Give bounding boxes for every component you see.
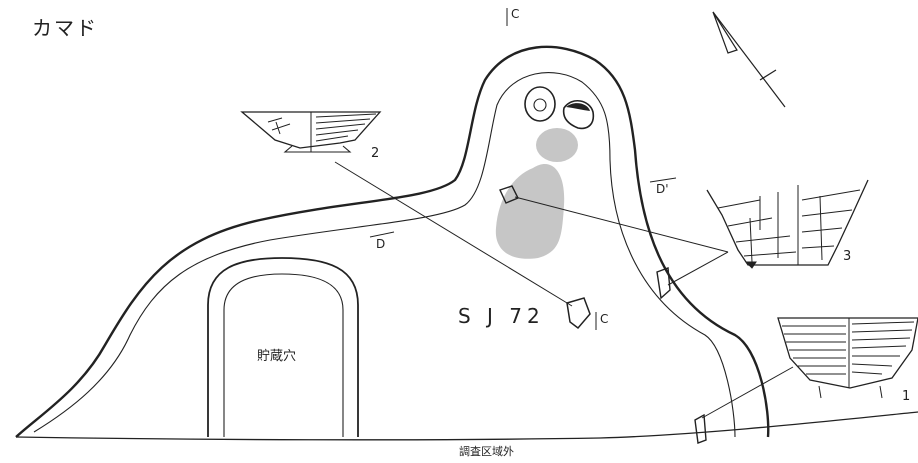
storage-pit-label: 貯蔵穴 [257,349,297,364]
feature-label: S J 72 [458,304,545,328]
storage-pit-inner [223,273,344,437]
leader-line-3b [667,251,729,286]
artifact-number-1: 1 [902,389,911,404]
leader-line-3a [514,196,729,253]
north-arrow-icon [712,11,786,108]
artifact-number-3: 3 [843,249,852,264]
hearth-burnt-area [495,164,565,259]
pottery-drawing-2 [240,111,382,153]
pottery-drawing-3 [706,179,869,269]
section-tick-d-left [369,231,395,238]
section-mark-d: D [376,237,386,251]
section-mark-c-top: C [511,7,520,21]
dwelling-outer-wall [15,45,770,438]
leader-line-2 [334,161,573,307]
artifact-location-1 [694,413,707,444]
outside-area-label: 調査区域外 [459,445,514,458]
artifact-number-2: 2 [371,146,380,161]
pottery-drawing-1 [777,317,918,399]
leader-line-1 [701,366,794,419]
drawing-title: カマド [32,16,98,40]
section-mark-c-bottom: C [600,312,609,326]
stone-upper-shade [566,103,590,111]
artifact-location-3 [656,267,671,300]
post-hole-inner [533,98,547,112]
dwelling-inner-line [33,72,736,438]
stone-upper [562,100,595,130]
storage-pit-outer [207,257,359,437]
bottom-ground-line [15,411,918,441]
section-mark-d-prime: D' [656,182,669,196]
section-tick-d-right [649,177,677,183]
artifact-location-2 [566,297,591,330]
post-hole-outer [524,86,556,122]
hearth-ash-upper [536,128,578,162]
